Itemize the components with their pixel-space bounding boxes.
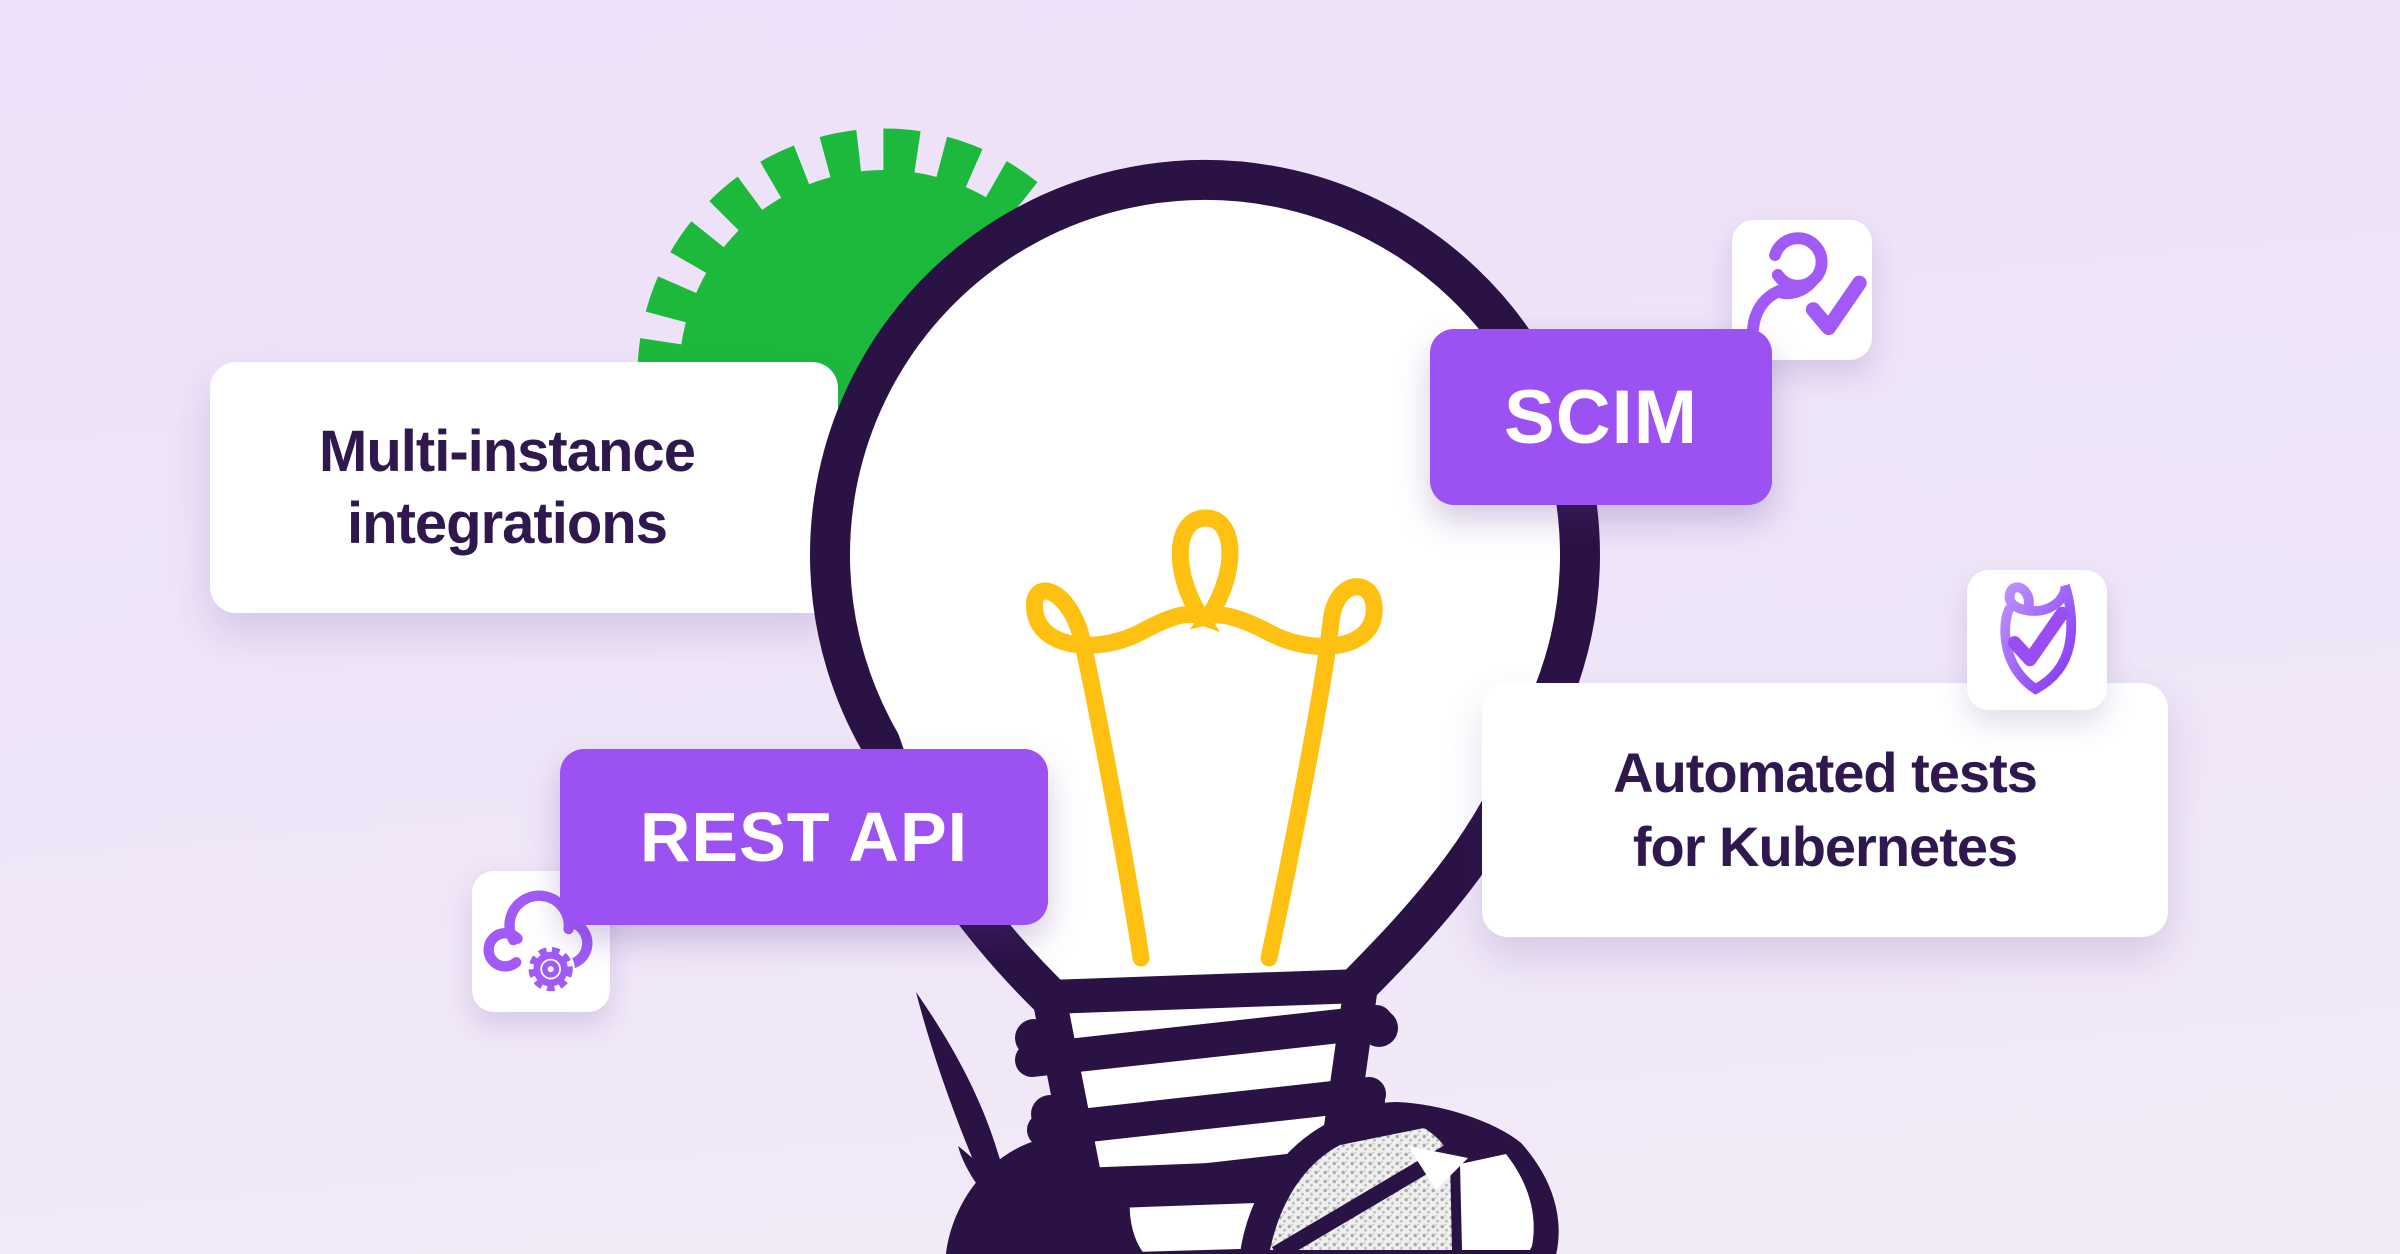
scim-badge-label: SCIM xyxy=(1504,374,1698,460)
grass-leaves xyxy=(916,992,1340,1254)
feature-card-multi-instance: Multi-instance integrations xyxy=(210,362,838,613)
feature-card-kubernetes: Automated tests for Kubernetes xyxy=(1482,683,2168,937)
feature-card-multi-instance-text: Multi-instance integrations xyxy=(319,416,696,560)
rest-api-badge-label: REST API xyxy=(639,798,969,876)
shield-check-icon-card xyxy=(1967,570,2107,710)
user-check-icon xyxy=(1747,232,1867,336)
feature-line: for Kubernetes xyxy=(1632,815,2018,878)
bulb-screw-base xyxy=(1015,969,1398,1254)
bulb-tip xyxy=(1101,1174,1305,1254)
feature-line: integrations xyxy=(347,490,668,556)
shield-check-icon xyxy=(2000,582,2077,695)
rest-api-badge: REST API xyxy=(560,749,1048,925)
cloud-gear-icon xyxy=(483,890,593,994)
feature-line: Automated tests xyxy=(1613,741,2038,804)
rock xyxy=(1240,1102,1559,1254)
feature-card-kubernetes-text: Automated tests for Kubernetes xyxy=(1613,736,2038,884)
scim-badge: SCIM xyxy=(1430,329,1772,505)
bulb-filament xyxy=(1025,509,1383,967)
feature-line: Multi-instance xyxy=(319,418,696,484)
